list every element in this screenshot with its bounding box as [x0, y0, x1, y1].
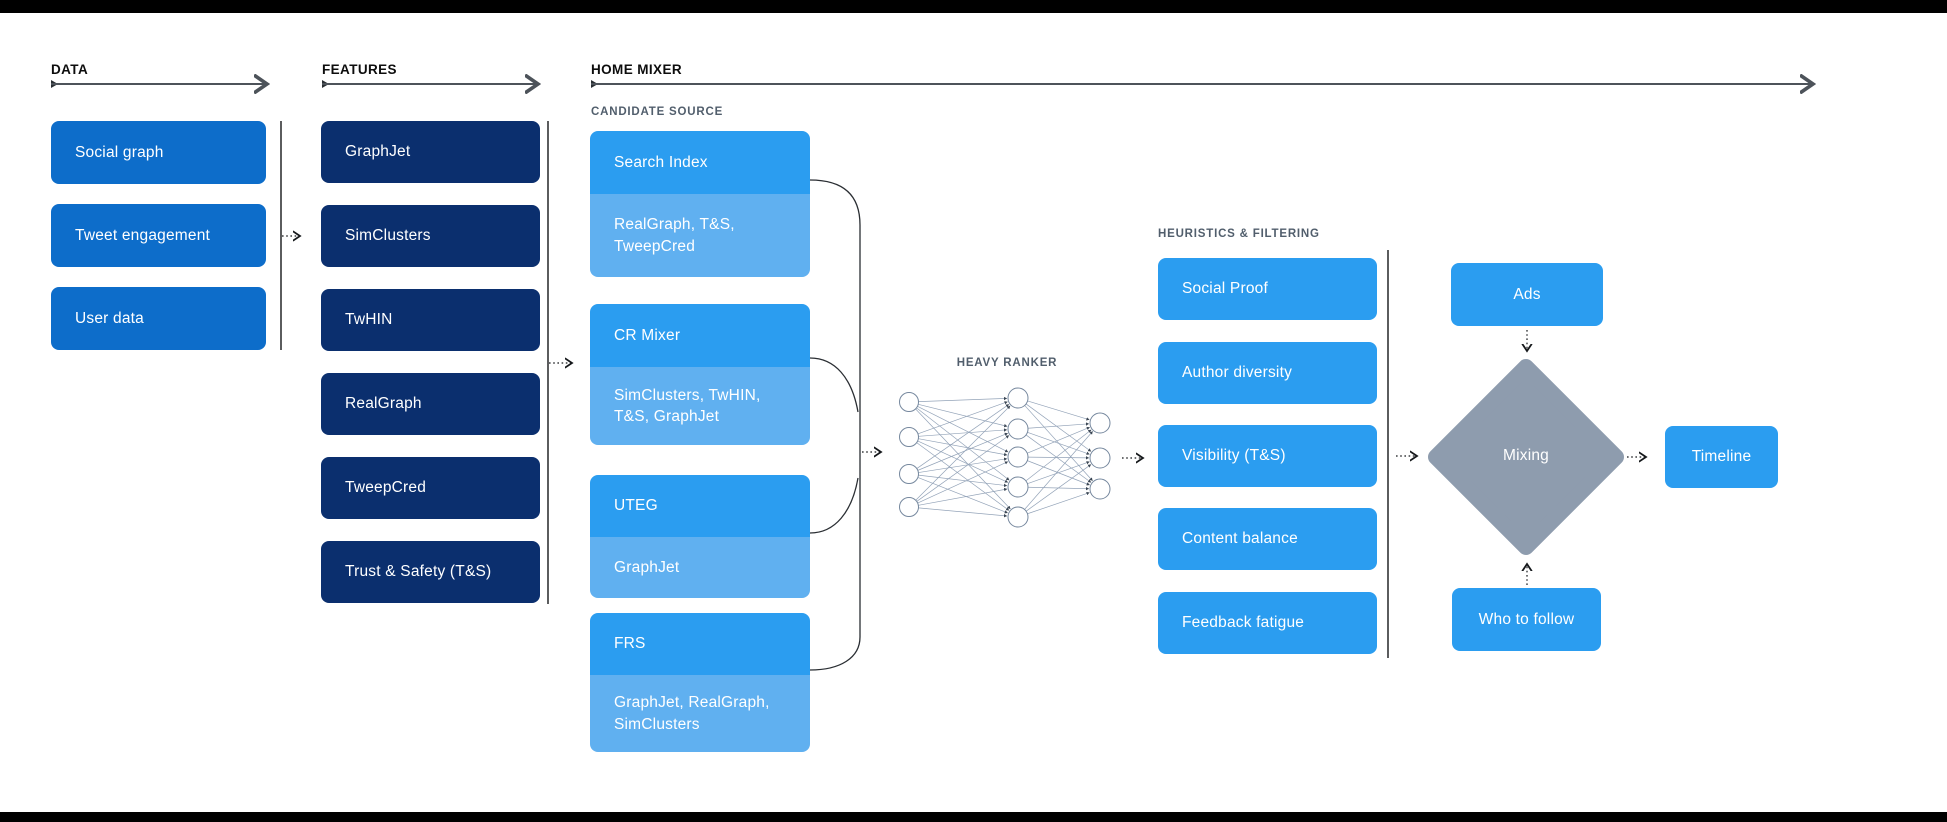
- candidate-features: SimClusters, TwHIN, T&S, GraphJet: [590, 367, 810, 445]
- header-arrow-data: [51, 80, 266, 88]
- output-box-timeline: Timeline: [1665, 426, 1778, 488]
- data-box-user-data: User data: [51, 287, 266, 350]
- candidate-box-frs: FRS GraphJet, RealGraph, SimClusters: [590, 613, 810, 752]
- feature-box-simclusters: SimClusters: [321, 205, 540, 267]
- output-box-who-to-follow: Who to follow: [1452, 588, 1601, 651]
- header-home-mixer: HOME MIXER: [591, 62, 683, 77]
- data-box-tweet-engagement: Tweet engagement: [51, 204, 266, 267]
- output-box-ads: Ads: [1451, 263, 1603, 326]
- candidate-name: UTEG: [590, 475, 810, 537]
- candidate-name: FRS: [590, 613, 810, 675]
- label-candidate-source: CANDIDATE SOURCE: [591, 106, 724, 118]
- label-heavy-ranker: HEAVY RANKER: [956, 357, 1058, 369]
- mixing-diamond-label: Mixing: [1503, 447, 1549, 464]
- candidate-name: Search Index: [590, 131, 810, 194]
- header-data: DATA: [51, 62, 89, 77]
- header-arrow-features: [322, 80, 537, 88]
- bottom-letterbox-bar: [0, 812, 1947, 822]
- feature-box-trust-safety: Trust & Safety (T&S): [321, 541, 540, 603]
- heuristic-box-content-balance: Content balance: [1158, 508, 1377, 570]
- heuristic-box-social-proof: Social Proof: [1158, 258, 1377, 320]
- label-heuristics-filtering: HEURISTICS & FILTERING: [1158, 228, 1320, 240]
- top-letterbox-bar: [0, 0, 1947, 13]
- header-arrow-home-mixer: [591, 80, 1812, 88]
- feature-box-realgraph: RealGraph: [321, 373, 540, 435]
- candidate-box-uteg: UTEG GraphJet: [590, 475, 810, 598]
- data-box-social-graph: Social graph: [51, 121, 266, 184]
- candidate-name: CR Mixer: [590, 304, 810, 367]
- candidate-box-search-index: Search Index RealGraph, T&S, TweepCred: [590, 131, 810, 277]
- heuristic-box-feedback-fatigue: Feedback fatigue: [1158, 592, 1377, 654]
- heuristic-box-author-diversity: Author diversity: [1158, 342, 1377, 404]
- heavy-ranker-network: [899, 387, 1111, 528]
- header-features: FEATURES: [322, 62, 397, 77]
- candidate-box-cr-mixer: CR Mixer SimClusters, TwHIN, T&S, GraphJ…: [590, 304, 810, 445]
- mixing-diamond: [1428, 359, 1624, 555]
- feature-box-tweepcred: TweepCred: [321, 457, 540, 519]
- candidate-features: GraphJet: [590, 537, 810, 598]
- feature-box-twhin: TwHIN: [321, 289, 540, 351]
- heuristic-box-visibility: Visibility (T&S): [1158, 425, 1377, 487]
- candidate-features: RealGraph, T&S, TweepCred: [590, 194, 810, 277]
- feature-box-graphjet: GraphJet: [321, 121, 540, 183]
- candidate-collector: [809, 179, 861, 671]
- candidate-features: GraphJet, RealGraph, SimClusters: [590, 675, 810, 752]
